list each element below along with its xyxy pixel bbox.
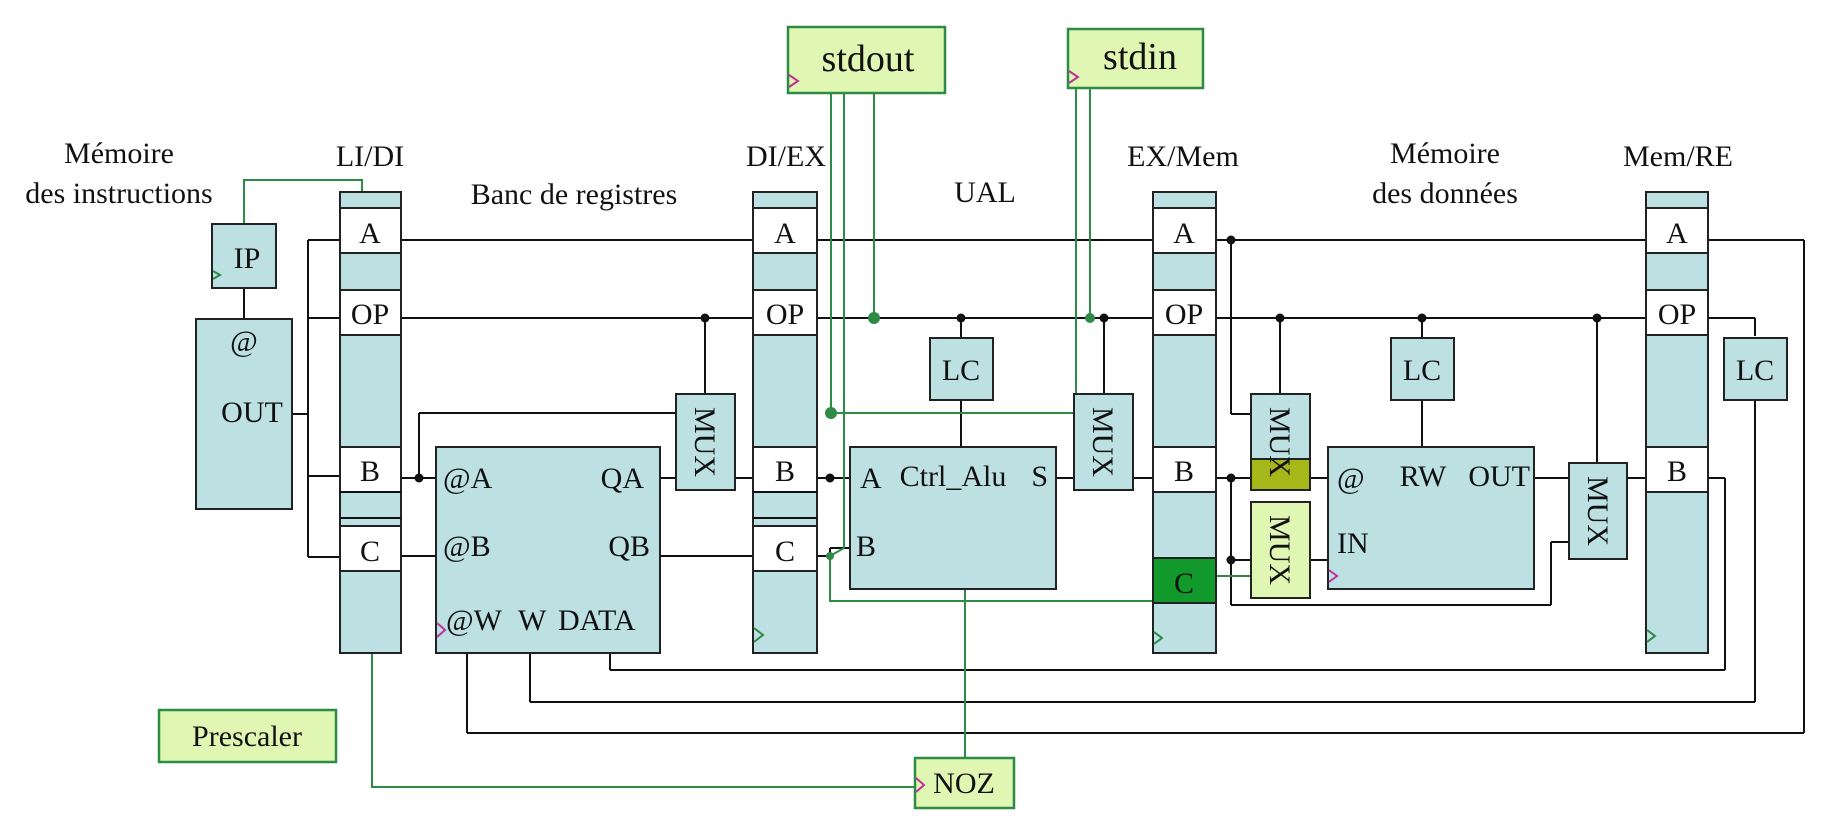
mem-re-op: OP [1658, 298, 1696, 331]
mux-alu: MUX [1073, 393, 1134, 491]
datamem-in: IN [1337, 527, 1369, 560]
ex-mem-b: B [1174, 455, 1194, 488]
header-mem-instr-2: des instructions [25, 177, 213, 210]
li-di-c: C [360, 535, 380, 568]
mux-regbank: MUX [675, 393, 736, 491]
stage-li-di: A OP B C [339, 191, 402, 654]
regbank-at-a: @A [443, 462, 493, 495]
mux-mem-in: MUX [1250, 501, 1311, 599]
junction-dots [414, 235, 1602, 565]
instruction-memory: @ OUT [195, 318, 293, 510]
mem-re-a: A [1666, 217, 1688, 250]
mux-wb-label: MUX [1581, 476, 1614, 546]
di-ex-a: A [774, 217, 796, 250]
lc-alu-label: LC [942, 354, 980, 387]
instr-mem-addr-label: @ [230, 325, 258, 358]
stage-di-ex: A OP B C [752, 191, 818, 654]
noz-label: NOZ [933, 767, 995, 800]
alu-ctrl: Ctrl_Alu [900, 460, 1007, 493]
datamem-at: @ [1337, 462, 1365, 495]
header-ex-mem: EX/Mem [1127, 140, 1239, 173]
di-ex-c: C [775, 535, 795, 568]
ex-mem-a: A [1173, 217, 1195, 250]
mem-re-b: B [1667, 455, 1687, 488]
mux-mem-in-label: MUX [1263, 515, 1296, 585]
header-banc: Banc de registres [471, 178, 678, 211]
lc-mem: LC [1390, 337, 1455, 401]
stdout-block: stdout [786, 25, 947, 95]
ex-mem-c: C [1174, 567, 1194, 600]
stdout-label: stdout [822, 38, 915, 80]
datamem-rw: RW [1400, 460, 1447, 493]
alu: A Ctrl_Alu S B [849, 446, 1057, 590]
ip-label: IP [234, 242, 261, 275]
regbank-qa: QA [601, 462, 645, 495]
di-ex-b: B [775, 455, 795, 488]
header-ual: UAL [954, 176, 1016, 209]
regbank-qb: QB [608, 530, 650, 563]
li-di-op: OP [351, 298, 389, 331]
regbank-w: W [518, 604, 547, 637]
mux-alu-label: MUX [1086, 407, 1119, 477]
data-memory: @ RW OUT IN [1327, 446, 1535, 590]
mux-mem-addr: MUX [1250, 393, 1311, 491]
header-mem-data-1: Mémoire [1390, 137, 1500, 170]
regbank-at-w: @W [446, 604, 503, 637]
instr-mem-out-label: OUT [221, 396, 283, 429]
green-dots [825, 312, 1095, 560]
header-mem-re: Mem/RE [1623, 140, 1733, 173]
header-li-di: LI/DI [336, 140, 404, 173]
prescaler-label: Prescaler [192, 720, 302, 753]
header-mem-data-2: des données [1372, 177, 1518, 210]
register-bank: @A QA @B QB @W W DATA [435, 446, 661, 654]
ex-mem-op: OP [1165, 298, 1203, 331]
lc-wb: LC [1723, 337, 1788, 401]
lc-wb-label: LC [1736, 354, 1774, 387]
regbank-data: DATA [558, 604, 636, 637]
header-di-ex: DI/EX [746, 140, 826, 173]
stdin-block: stdin [1066, 27, 1205, 90]
mux-wb: MUX [1568, 462, 1628, 560]
header-mem-instr-1: Mémoire [64, 137, 174, 170]
alu-a: A [860, 462, 882, 495]
stage-mem-re: A OP B [1645, 191, 1709, 654]
noz-block: NOZ [913, 756, 1016, 810]
li-di-a: A [359, 217, 381, 250]
alu-b: B [856, 530, 876, 563]
ip-register: IP [211, 223, 277, 289]
di-ex-op: OP [766, 298, 804, 331]
green-wires [243, 88, 1251, 788]
regbank-at-b: @B [443, 530, 491, 563]
black-wires [243, 239, 1805, 734]
stdin-label: stdin [1103, 36, 1177, 78]
mux-mem-addr-label: MUX [1263, 407, 1296, 477]
stage-ex-mem: A OP B C [1152, 191, 1217, 654]
prescaler-block: Prescaler [157, 708, 338, 764]
alu-s: S [1031, 460, 1048, 493]
datamem-out: OUT [1468, 460, 1530, 493]
mux-regbank-label: MUX [688, 407, 721, 477]
lc-mem-label: LC [1403, 354, 1441, 387]
lc-alu: LC [929, 337, 994, 401]
li-di-b: B [360, 455, 380, 488]
